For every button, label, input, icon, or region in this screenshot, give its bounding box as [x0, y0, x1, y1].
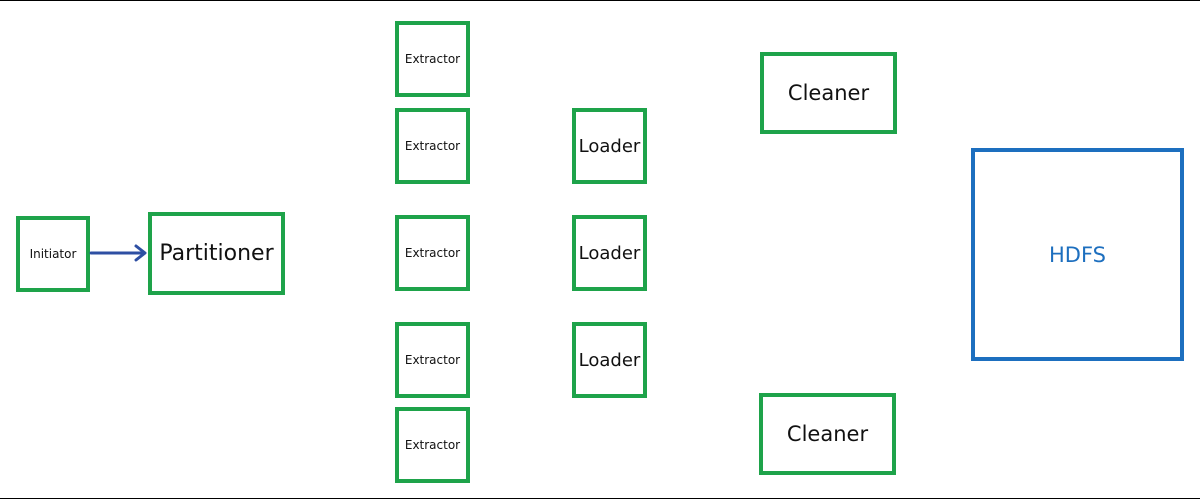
extractor-node[interactable]: Extractor: [395, 215, 470, 291]
bottom-border: [0, 498, 1200, 499]
extractor-node[interactable]: Extractor: [395, 21, 470, 97]
extractor-label: Extractor: [404, 246, 461, 260]
partitioner-node[interactable]: Partitioner: [148, 212, 285, 295]
extractor-label: Extractor: [404, 353, 461, 367]
hdfs-storage-node[interactable]: HDFS: [971, 148, 1184, 361]
extractor-label: Extractor: [404, 52, 461, 66]
loader-label: Loader: [578, 242, 641, 264]
extractor-node[interactable]: Extractor: [395, 407, 470, 483]
extractor-label: Extractor: [404, 438, 461, 452]
cleaner-label: Cleaner: [786, 422, 869, 446]
top-border: [0, 0, 1200, 1]
partitioner-label: Partitioner: [159, 241, 274, 266]
cleaner-node[interactable]: Cleaner: [759, 393, 896, 475]
loader-node[interactable]: Loader: [572, 322, 647, 398]
initiator-node[interactable]: Initiator: [16, 216, 90, 292]
extractor-node[interactable]: Extractor: [395, 108, 470, 184]
hdfs-label: HDFS: [1048, 242, 1106, 267]
cleaner-label: Cleaner: [787, 81, 870, 105]
cleaner-node[interactable]: Cleaner: [760, 52, 897, 134]
loader-label: Loader: [578, 349, 641, 371]
initiator-label: Initiator: [29, 247, 77, 261]
loader-label: Loader: [578, 135, 641, 157]
loader-node[interactable]: Loader: [572, 108, 647, 184]
loader-node[interactable]: Loader: [572, 215, 647, 291]
extractor-node[interactable]: Extractor: [395, 322, 470, 398]
extractor-label: Extractor: [404, 139, 461, 153]
